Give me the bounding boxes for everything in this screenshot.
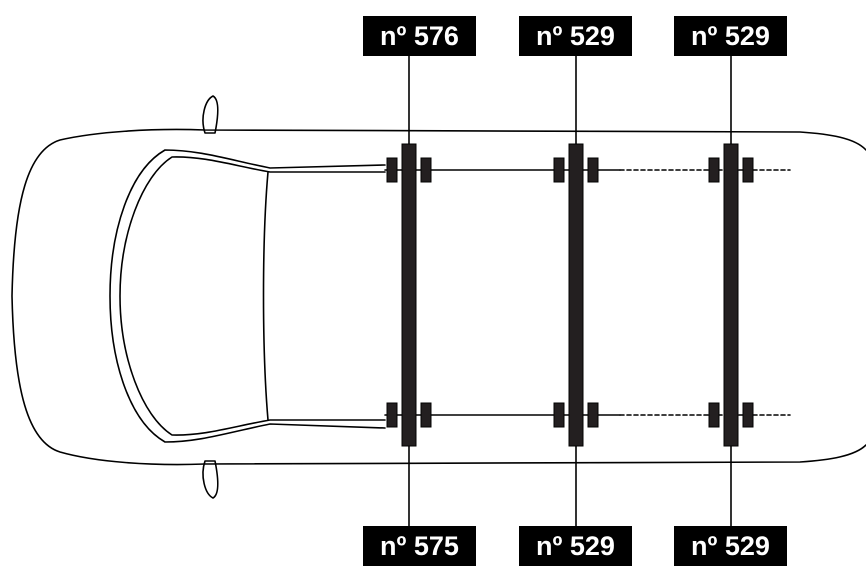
foot-2-bottom-right	[587, 402, 599, 428]
crossbar-2	[568, 143, 584, 447]
mirror-bottom	[202, 460, 219, 499]
label-top-1: nº 576	[363, 16, 476, 56]
foot-3-top-left	[708, 157, 720, 183]
label-top-2: nº 529	[519, 16, 632, 56]
foot-2-top-right	[587, 157, 599, 183]
foot-1-bottom-right	[420, 402, 432, 428]
label-bottom-1: nº 575	[363, 526, 476, 566]
foot-1-top-right	[420, 157, 432, 183]
windshield-inner	[119, 156, 386, 436]
car-body-outline	[11, 128, 866, 466]
foot-2-top-left	[553, 157, 565, 183]
roof-front-line	[262, 171, 269, 421]
label-top-3: nº 529	[674, 16, 787, 56]
foot-3-bottom-right	[742, 402, 754, 428]
crossbar-1	[401, 143, 417, 447]
foot-1-top-left	[386, 157, 398, 183]
foot-1-bottom-left	[386, 402, 398, 428]
crossbar-3	[723, 143, 739, 447]
foot-3-bottom-left	[708, 402, 720, 428]
windshield-frame	[109, 149, 386, 443]
foot-2-bottom-left	[553, 402, 565, 428]
label-bottom-2: nº 529	[519, 526, 632, 566]
label-bottom-3: nº 529	[674, 526, 787, 566]
mirror-top	[202, 95, 219, 134]
foot-3-top-right	[742, 157, 754, 183]
